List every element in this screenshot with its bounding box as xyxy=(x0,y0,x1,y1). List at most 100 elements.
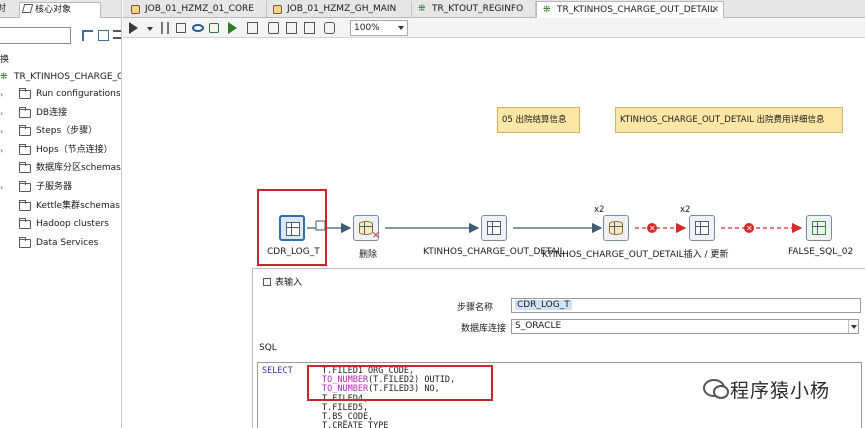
table-input-icon xyxy=(263,278,271,286)
folder-icon xyxy=(19,218,31,230)
preview-icon[interactable] xyxy=(192,24,204,32)
results-icon[interactable] xyxy=(324,22,335,34)
sql-line: T.BS_CODE, xyxy=(322,412,374,422)
sql-line: TO_NUMBER(T.FILED3) NO, xyxy=(322,385,440,394)
folder-icon xyxy=(19,199,31,211)
sql-line: T.FILED5, xyxy=(322,402,369,413)
tab-view-label: 对 xyxy=(0,4,6,14)
chevron-right-icon[interactable]: › xyxy=(0,127,4,137)
chevron-right-icon[interactable]: › xyxy=(0,108,4,118)
note-settlement[interactable]: 05 出院结算信息 xyxy=(497,107,580,133)
sql-function: TO_NUMBER xyxy=(322,384,369,395)
tree-item-label: Data Services xyxy=(36,237,99,248)
tab-tr-ktout-reginfo[interactable]: ⁜TR_KTOUT_REGINFO xyxy=(412,1,536,18)
execute-sql-icon xyxy=(806,215,832,241)
connection-label: 数据库连接 xyxy=(461,324,507,334)
step-table-output[interactable] xyxy=(603,215,633,245)
error-icon xyxy=(647,223,657,233)
note-charge-detail[interactable]: KTINHOS_CHARGE_OUT_DETAIL 出院费用详细信息 xyxy=(615,107,843,133)
sql-editor[interactable]: SELECT T.FILED1 ORG_CODE,TO_NUMBER(T.FIL… xyxy=(257,362,862,428)
left-panel-tabs: 对 核心对象 xyxy=(0,0,121,18)
table-output-icon xyxy=(603,215,629,241)
expand-all-icon[interactable] xyxy=(82,30,93,41)
section-title: 转换 xyxy=(0,55,10,65)
tree-item-label: Hadoop clusters xyxy=(36,219,109,230)
step-false-sql-02[interactable] xyxy=(806,215,836,245)
folder-icon xyxy=(19,125,31,137)
tab-tr-ktinhos-charge-out-detail[interactable]: ⁜TR_KTINHOS_CHARGE_OUT_DETAIL ✕ xyxy=(536,1,724,18)
tab-job-01-hzmz-01-core[interactable]: JOB_01_HZMZ_01_CORE xyxy=(125,1,267,18)
sql-text: T.FILED5, xyxy=(322,402,369,413)
folder-icon xyxy=(19,88,31,99)
tree-toolbar xyxy=(82,29,121,43)
debug-icon[interactable] xyxy=(209,23,219,33)
step-label: CDR_LOG_T xyxy=(267,247,320,257)
insert-update-icon xyxy=(689,215,715,241)
tab-job-01-hzmz-gh-main[interactable]: JOB_01_HZMZ_GH_MAIN xyxy=(267,1,412,18)
tab-label: JOB_01_HZMZ_GH_MAIN xyxy=(287,4,397,14)
analyze-icon[interactable] xyxy=(268,22,279,34)
run-icon[interactable] xyxy=(129,22,138,34)
transformation-icon: ⁜ xyxy=(418,4,426,14)
step-ktinhos-charge-out-detail[interactable] xyxy=(481,215,511,245)
step-label: KTINHOS_CHARGE_OUT_DETAIL xyxy=(423,247,565,257)
tab-label: TR_KTINHOS_CHARGE_OUT_DETAIL xyxy=(557,5,715,15)
collapse-all-icon[interactable] xyxy=(98,30,109,41)
step-insert-update[interactable] xyxy=(689,215,719,245)
run-options-icon[interactable] xyxy=(147,27,153,31)
sql-line: T.FILED1 ORG_CODE, xyxy=(322,366,415,376)
step-name-label: 步骤名称 xyxy=(457,303,494,313)
tree-item-label: Hops（节点连接） xyxy=(36,144,113,155)
sql-function: TO_NUMBER xyxy=(322,375,369,386)
search-input[interactable] xyxy=(0,27,71,44)
pause-icon[interactable] xyxy=(161,22,169,34)
chevron-right-icon[interactable]: › xyxy=(0,90,4,99)
verify-icon[interactable] xyxy=(247,22,258,34)
close-icon[interactable]: ✕ xyxy=(711,5,719,15)
sql-text: T.CREATE_TYPE xyxy=(322,421,389,428)
pencil-icon xyxy=(21,4,34,13)
step-delete[interactable]: ✕ xyxy=(353,215,383,245)
tab-design-label: 核心对象 xyxy=(35,5,72,15)
copies-badge: x2 xyxy=(594,205,605,215)
dialog-title: 表输入 xyxy=(263,275,302,288)
table-input-dialog: 表输入 步骤名称 CDR_LOG_T 数据库连接 S_ORACLE SQL SE… xyxy=(252,268,865,428)
sql-line: T.FILED4, xyxy=(322,393,369,404)
replay-icon[interactable] xyxy=(228,22,237,34)
tab-view[interactable]: 对 xyxy=(0,2,16,18)
step-label: KTINHOS_CHARGE_OUT_DETAIL插入 / 更新 xyxy=(542,250,729,260)
chevron-right-icon[interactable]: › xyxy=(0,145,4,155)
step-cdr-log-t[interactable] xyxy=(279,215,309,245)
sql-text: T.FILED4, xyxy=(322,393,369,404)
delete-mark-icon: ✕ xyxy=(372,231,380,241)
tree-item-label: DB连接 xyxy=(36,107,68,118)
folder-icon xyxy=(19,143,31,155)
table-icon xyxy=(481,215,507,241)
chevron-down-icon xyxy=(848,320,858,333)
sql-text: (T.FILED3) NO, xyxy=(368,384,440,395)
tree-root[interactable]: ⁜TR_KTINHOS_CHARGE_OUT_DETAIL xyxy=(0,71,121,85)
connection-select[interactable]: S_ORACLE xyxy=(511,319,859,334)
tree-item-label: 数据库分区schemas xyxy=(36,163,121,174)
transformation-icon: ⁜ xyxy=(0,72,8,82)
connection-value: S_ORACLE xyxy=(515,321,562,331)
sql-text: T.BS_CODE, xyxy=(322,412,374,422)
tree-item-label: 子服务器 xyxy=(36,182,73,192)
sql-icon[interactable] xyxy=(286,22,297,34)
highlight-box xyxy=(307,365,493,401)
menu-icon[interactable] xyxy=(113,30,121,39)
watermark-text: 程序猿小杨 xyxy=(730,380,831,402)
transformation-canvas[interactable]: ✕ ✕ 05 出院结算信息 KTINHOS_CHARGE_OUT_DETAIL … xyxy=(123,39,865,269)
step-name-field[interactable]: CDR_LOG_T xyxy=(511,298,861,313)
stop-icon[interactable] xyxy=(176,23,186,33)
zoom-select[interactable]: 100% xyxy=(350,20,408,36)
chevron-right-icon[interactable]: › xyxy=(0,183,4,192)
tab-design[interactable]: 核心对象 xyxy=(19,2,101,18)
delete-icon xyxy=(353,215,379,241)
folder-icon xyxy=(19,162,31,174)
sql-keyword: SELECT xyxy=(262,366,293,376)
transformation-toolbar: 100% xyxy=(123,18,865,38)
sql-text: T.FILED1 ORG_CODE, xyxy=(322,366,415,376)
explore-db-icon[interactable] xyxy=(304,22,315,34)
editor-tab-bar: JOB_01_HZMZ_01_CORE JOB_01_HZMZ_GH_MAIN … xyxy=(123,0,865,18)
